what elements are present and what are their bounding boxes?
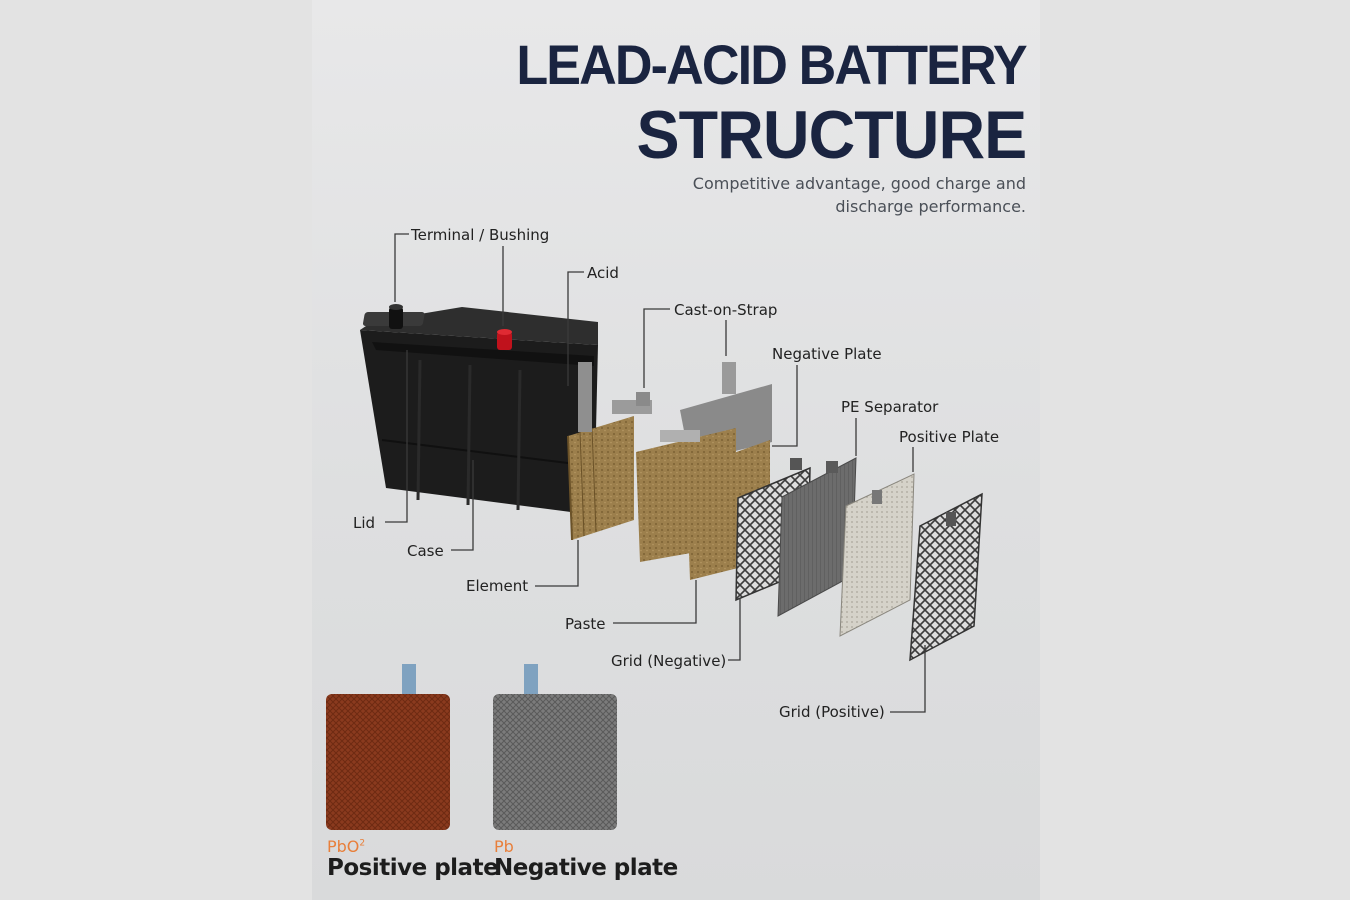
leader-case [451, 460, 474, 551]
label-paste: Paste [565, 615, 606, 633]
grid-positive [909, 492, 983, 662]
positive-plate-label: Positive plate [327, 855, 499, 881]
negative-plate-lug [826, 461, 838, 473]
label-case: Case [407, 542, 444, 560]
label-negative-plate: Negative Plate [772, 345, 882, 363]
positive-terminal [497, 329, 512, 350]
positive-formula: PbO2 [327, 837, 366, 856]
leader-terminal-left [394, 233, 409, 302]
title-line-1: LEAD-ACID BATTERY [516, 33, 1028, 96]
title-line-2: STRUCTURE [636, 97, 1027, 173]
element-block [567, 362, 652, 541]
leader-acid [567, 271, 584, 386]
negative-plate-label: Negative plate [494, 855, 678, 881]
negative-plate-sample [493, 664, 617, 830]
negative-formula: Pb [494, 837, 514, 856]
label-element: Element [466, 577, 528, 595]
label-positive-plate: Positive Plate [899, 428, 999, 446]
label-grid-positive: Grid (Positive) [779, 703, 885, 721]
negative-terminal [389, 304, 403, 329]
grid-negative-lug [790, 458, 802, 470]
positive-plate-sample [326, 664, 450, 830]
positive-plate [839, 473, 915, 637]
leader-cast-on-strap-left [643, 308, 670, 388]
subtitle: Competitive advantage, good charge and d… [692, 174, 1026, 216]
label-grid-negative: Grid (Negative) [611, 652, 726, 670]
label-pe-separator: PE Separator [841, 398, 939, 416]
label-cast-on-strap: Cast-on-Strap [674, 301, 777, 319]
leader-grid-positive [890, 645, 926, 713]
grid-positive-lug [946, 512, 956, 526]
label-lid: Lid [353, 514, 375, 532]
leader-paste [613, 580, 697, 624]
label-acid: Acid [587, 264, 619, 282]
leader-lid [385, 350, 408, 523]
battery-case [360, 307, 598, 515]
leader-element [535, 540, 579, 587]
leader-grid-negative [728, 598, 741, 661]
label-terminal-bushing: Terminal / Bushing [410, 226, 549, 244]
positive-plate-lug [872, 490, 882, 504]
leader-negative-plate [772, 365, 798, 447]
